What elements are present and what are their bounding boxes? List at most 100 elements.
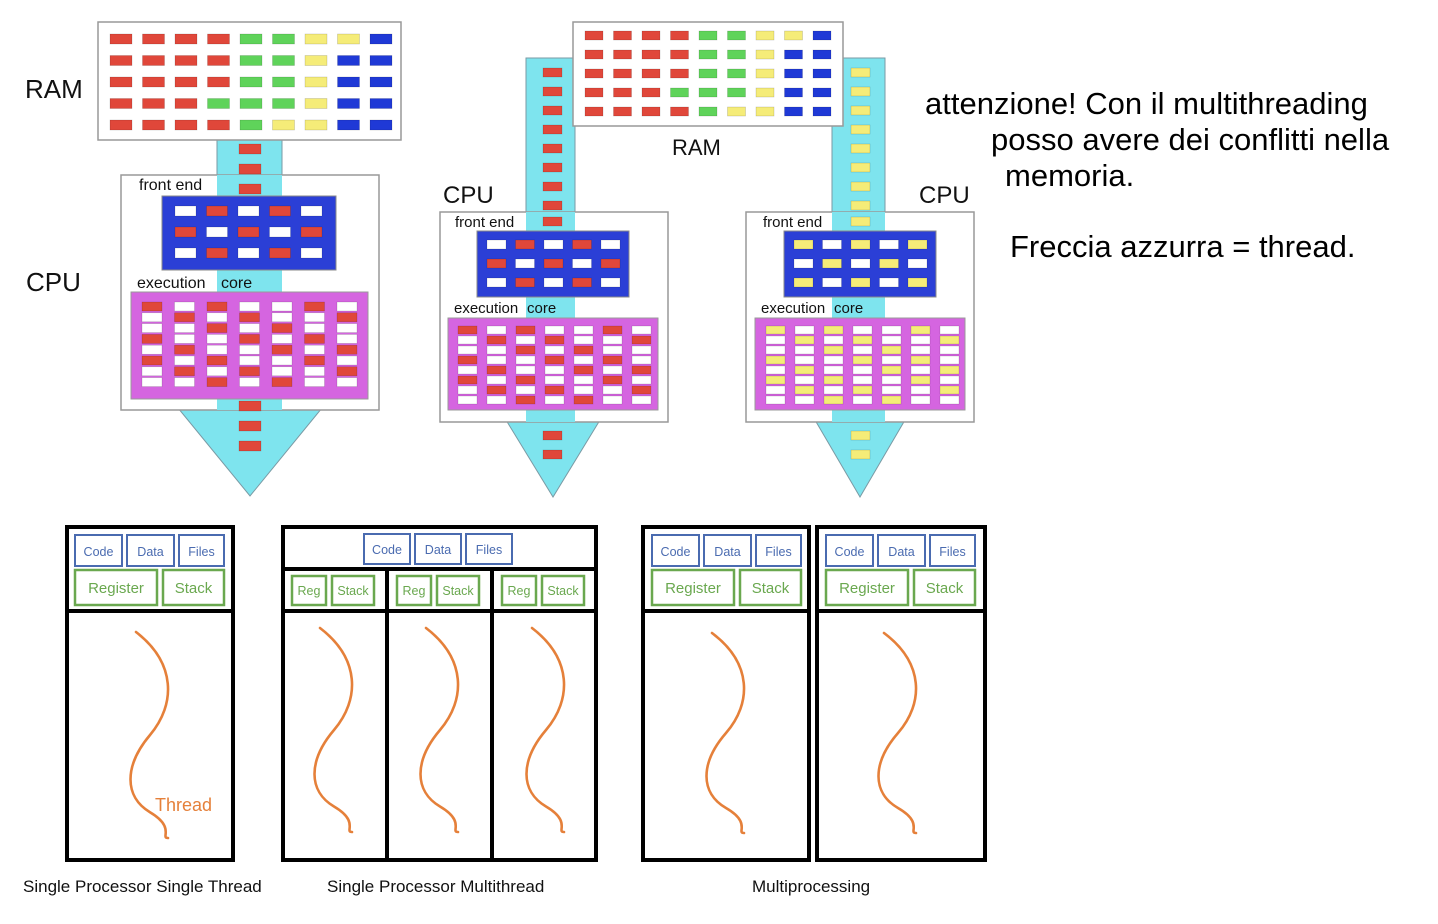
execution-label-2: execution bbox=[761, 300, 825, 317]
execution-cell bbox=[206, 355, 228, 366]
ram-cell bbox=[584, 30, 604, 41]
front-end-cell bbox=[907, 258, 928, 269]
ram-cell bbox=[755, 68, 775, 79]
ram-cell bbox=[207, 98, 230, 109]
ram-cell bbox=[641, 30, 661, 41]
front-end-cell bbox=[543, 258, 564, 269]
execution-cell bbox=[823, 375, 844, 385]
multi-thread-cpu-diagram: RAM CPU front end execution core CPU fro… bbox=[439, 21, 975, 498]
front-end-label-2: front end bbox=[763, 214, 822, 231]
files-label: Files bbox=[765, 545, 791, 559]
execution-cells-1 bbox=[457, 325, 652, 405]
execution-cell bbox=[602, 345, 623, 355]
ram-cell bbox=[304, 76, 328, 88]
execution-cell bbox=[631, 345, 652, 355]
ram-cells-left bbox=[109, 33, 393, 131]
execution-cell bbox=[544, 335, 565, 345]
front-end-cell bbox=[879, 239, 899, 250]
thread-cell bbox=[850, 449, 871, 460]
execution-cell bbox=[939, 365, 960, 375]
front-end-cell bbox=[206, 226, 228, 238]
execution-cell bbox=[602, 365, 623, 375]
execution-cell bbox=[336, 334, 358, 344]
front-end-cell bbox=[486, 258, 507, 269]
code-box bbox=[651, 534, 700, 567]
execution-cell bbox=[457, 385, 478, 395]
register-label: Register bbox=[839, 580, 895, 597]
thread-squiggle bbox=[525, 626, 566, 834]
code-label: Code bbox=[372, 543, 402, 557]
thread-cell bbox=[850, 216, 871, 227]
ram-cell bbox=[727, 49, 746, 60]
execution-cell bbox=[336, 355, 358, 366]
thread-cell bbox=[238, 183, 262, 195]
execution-cell bbox=[881, 385, 902, 395]
execution-cell bbox=[336, 377, 358, 387]
ram-cell bbox=[698, 87, 718, 98]
execution-cell bbox=[602, 335, 623, 345]
data-box bbox=[877, 534, 926, 567]
front-end-cell bbox=[850, 239, 871, 250]
reg-box bbox=[290, 574, 328, 607]
ram-cell bbox=[174, 55, 198, 66]
execution-cell bbox=[939, 385, 960, 395]
front-end-cells-2 bbox=[793, 239, 928, 288]
ram-cell bbox=[272, 98, 295, 109]
ram-cell bbox=[109, 119, 133, 131]
execution-cell bbox=[910, 335, 931, 345]
execution-cell bbox=[271, 344, 293, 355]
thread-cell bbox=[850, 162, 871, 173]
execution-cell bbox=[602, 355, 623, 365]
caption-multithread: Single Processor Multithread bbox=[327, 877, 544, 896]
data-label: Data bbox=[714, 545, 740, 559]
data-box bbox=[703, 534, 752, 567]
ram-label-left: RAM bbox=[25, 74, 83, 104]
execution-cell bbox=[515, 395, 536, 405]
execution-cell bbox=[206, 334, 228, 344]
ram-cell bbox=[727, 106, 746, 117]
front-end-cell bbox=[879, 277, 899, 288]
stack-box bbox=[912, 568, 977, 607]
stack-box bbox=[738, 568, 803, 607]
execution-cell bbox=[239, 323, 260, 333]
execution-cell bbox=[852, 355, 873, 365]
ram-cell bbox=[670, 87, 689, 98]
cpu-label-2: CPU bbox=[919, 182, 970, 209]
front-end-cell bbox=[174, 226, 197, 238]
files-box bbox=[929, 534, 976, 567]
files-box bbox=[465, 533, 513, 565]
thread-cell bbox=[542, 200, 563, 211]
note-line-2: posso avere dei conflitti nella bbox=[991, 122, 1390, 157]
data-label: Data bbox=[425, 543, 451, 557]
execution-cell bbox=[881, 335, 902, 345]
ram-cell bbox=[369, 55, 393, 66]
stack-box bbox=[540, 574, 586, 607]
thread-squiggles bbox=[129, 626, 918, 840]
files-box bbox=[178, 534, 225, 567]
caption-single-thread: Single Processor Single Thread bbox=[23, 877, 262, 896]
execution-cell bbox=[206, 301, 228, 312]
front-end-cell bbox=[515, 277, 535, 288]
execution-cell bbox=[602, 395, 623, 405]
thread-cell bbox=[238, 400, 262, 412]
execution-cell bbox=[823, 325, 844, 335]
thread-cell bbox=[542, 105, 563, 116]
execution-cell bbox=[544, 385, 565, 395]
thread-cell bbox=[542, 449, 563, 460]
ram-cell bbox=[239, 55, 263, 66]
cpu-label-1: CPU bbox=[443, 182, 494, 209]
front-end-cell bbox=[300, 226, 323, 238]
front-end-cell bbox=[486, 277, 507, 288]
thread-cell bbox=[850, 430, 871, 441]
front-end-label-1: front end bbox=[455, 214, 514, 231]
ram-cell bbox=[727, 30, 746, 41]
execution-cell bbox=[881, 355, 902, 365]
core-label-left: core bbox=[221, 275, 252, 292]
execution-cell bbox=[174, 312, 195, 323]
ram-cell bbox=[584, 49, 604, 60]
thread-cell bbox=[238, 163, 262, 175]
execution-cell bbox=[910, 365, 931, 375]
execution-cell bbox=[304, 323, 325, 333]
execution-cell bbox=[336, 344, 358, 355]
front-end-cell bbox=[206, 205, 228, 217]
